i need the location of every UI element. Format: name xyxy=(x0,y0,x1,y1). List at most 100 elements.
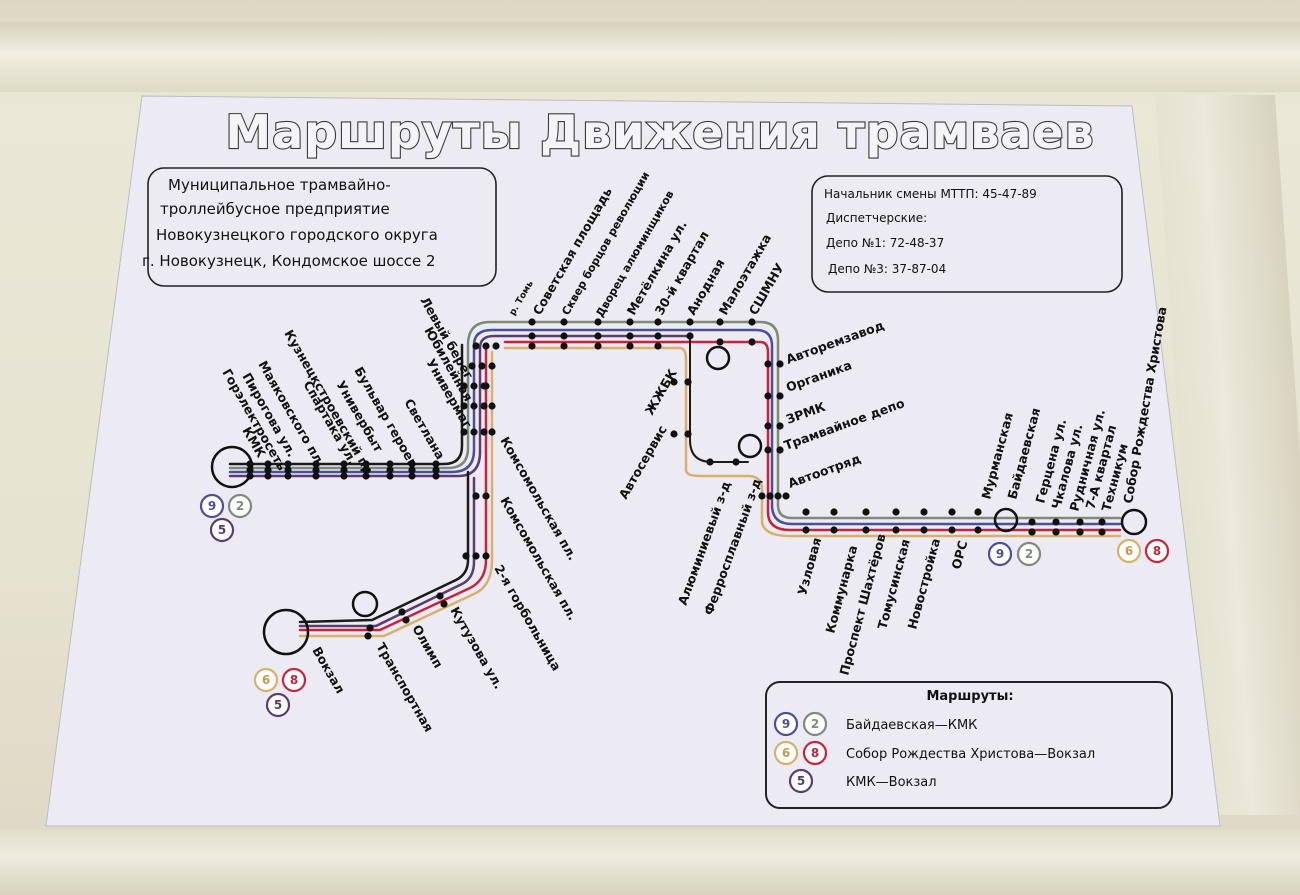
station-dot xyxy=(340,466,348,474)
station-dot xyxy=(626,342,634,350)
station-dot xyxy=(948,526,956,534)
station-dot xyxy=(1098,518,1106,526)
station-dot xyxy=(802,526,810,534)
station-dot xyxy=(472,552,480,560)
station-dot xyxy=(706,458,714,466)
legend-title: Маршруты: xyxy=(926,689,1013,704)
station-dot xyxy=(362,466,370,474)
contact-depot-3: Депо №3: 37-87-04 xyxy=(828,262,946,276)
station-dot xyxy=(626,332,634,340)
station-dot xyxy=(716,318,724,326)
station-dot xyxy=(340,460,348,468)
company-line-1: Муниципальное трамвайно- xyxy=(168,176,391,194)
station-dot xyxy=(764,422,772,430)
company-address: г. Новокузнецк, Кондомское шоссе 2 xyxy=(142,252,436,270)
station-dot xyxy=(478,362,486,370)
contact-dispatch-label: Диспетчерские: xyxy=(826,211,927,225)
station-dot xyxy=(920,508,928,516)
station-dot xyxy=(1028,528,1036,536)
station-dot xyxy=(488,362,496,370)
station-dot xyxy=(386,466,394,474)
routes-legend: Маршруты: 9 2 6 8 5 Байдаевская—КМК Собо… xyxy=(765,681,1173,809)
station-dot xyxy=(670,378,678,386)
station-dot xyxy=(408,466,416,474)
station-dot xyxy=(684,378,692,386)
station-dot xyxy=(246,466,254,474)
badge-sobor-8: 8 xyxy=(1144,538,1170,564)
station-dot xyxy=(480,428,488,436)
station-dot xyxy=(470,402,478,410)
station-dot xyxy=(488,428,496,436)
poster-title: Маршруты Движения трамваев xyxy=(225,105,1094,159)
station-dot xyxy=(432,460,440,468)
station-dot xyxy=(364,632,372,640)
station-dot xyxy=(776,422,784,430)
station-dot xyxy=(408,472,416,480)
station-dot xyxy=(1076,518,1084,526)
station-dot xyxy=(594,332,602,340)
station-dot xyxy=(920,526,928,534)
station-dot xyxy=(560,318,568,326)
station-dot xyxy=(312,460,320,468)
badge-kmk-5: 5 xyxy=(209,517,235,543)
svg-text:5: 5 xyxy=(797,774,805,788)
station-dot xyxy=(774,492,782,500)
station-dot xyxy=(686,332,694,340)
station-dot xyxy=(436,592,444,600)
svg-text:8: 8 xyxy=(1153,544,1161,558)
badge-sobor-6: 6 xyxy=(1116,538,1142,564)
station-dot xyxy=(594,342,602,350)
station-dot xyxy=(312,466,320,474)
station-dot xyxy=(472,492,480,500)
station-dot xyxy=(408,460,416,468)
station-dot xyxy=(470,382,478,390)
station-dot xyxy=(560,332,568,340)
poster-sheet xyxy=(45,95,1221,827)
svg-text:9: 9 xyxy=(208,499,216,513)
station-dot xyxy=(246,460,254,468)
svg-text:5: 5 xyxy=(274,698,282,712)
station-dot xyxy=(468,362,476,370)
station-dot xyxy=(284,472,292,480)
legend-route-sobor-vokzal: Собор Рождества Христова—Вокзал xyxy=(846,747,1095,762)
station-dot xyxy=(764,392,772,400)
station-dot xyxy=(482,382,490,390)
station-dot xyxy=(264,460,272,468)
station-dot xyxy=(776,392,784,400)
station-dot xyxy=(1052,528,1060,536)
station-dot xyxy=(684,430,692,438)
svg-text:9: 9 xyxy=(782,717,790,731)
station-dot xyxy=(670,430,678,438)
svg-text:5: 5 xyxy=(218,523,226,537)
badge-vokzal-6: 6 xyxy=(253,667,279,693)
top-handrail xyxy=(0,22,1300,92)
station-dot xyxy=(440,600,448,608)
station-dot xyxy=(264,466,272,474)
contact-depot-1: Депо №1: 72-48-37 xyxy=(826,236,944,250)
station-dot xyxy=(764,446,772,454)
station-dot xyxy=(386,472,394,480)
svg-text:9: 9 xyxy=(996,547,1004,561)
station-dots xyxy=(246,318,1106,640)
station-dot xyxy=(748,338,756,346)
station-dot xyxy=(362,472,370,480)
station-dot xyxy=(528,318,536,326)
station-ors: ОРС xyxy=(948,539,970,571)
badge-kmk-2: 2 xyxy=(227,493,253,519)
station-dot xyxy=(402,616,410,624)
station-dot xyxy=(482,552,490,560)
station-dot xyxy=(782,492,790,500)
station-dot xyxy=(482,342,490,350)
badge-baydaevskaya-9: 9 xyxy=(987,541,1013,567)
badge-baydaevskaya-2: 2 xyxy=(1016,541,1042,567)
station-dot xyxy=(528,342,536,350)
station-dot xyxy=(460,382,468,390)
station-dot xyxy=(830,508,838,516)
station-dot xyxy=(830,526,838,534)
station-dot xyxy=(462,552,470,560)
legend-route-baydaevskaya-kmk: Байдаевская—КМК xyxy=(846,718,977,733)
station-dot xyxy=(366,624,374,632)
station-dot xyxy=(862,526,870,534)
tram-tracks xyxy=(228,320,1122,638)
